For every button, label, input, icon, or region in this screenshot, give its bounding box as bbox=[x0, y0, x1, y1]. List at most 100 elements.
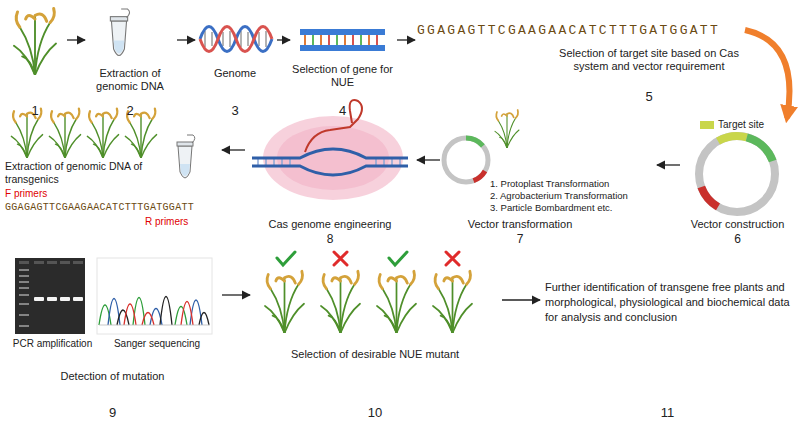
step-caption: Selection of desirable NUE mutant bbox=[250, 348, 500, 361]
rice-plant bbox=[377, 271, 416, 333]
gene-segment bbox=[368, 34, 370, 46]
cas-complex bbox=[252, 100, 408, 200]
gene-segment bbox=[376, 34, 378, 46]
rice-plant bbox=[321, 271, 360, 333]
dna-tube bbox=[110, 9, 129, 55]
gel-image bbox=[19, 270, 29, 326]
small-plasmid bbox=[444, 138, 488, 182]
step-number: 1 bbox=[5, 103, 65, 119]
dna-helix bbox=[240, 31, 242, 47]
dna-sequence: GGAGAGTTCGAAGAACATCTTTGATGGATT bbox=[417, 23, 743, 39]
dna-helix bbox=[204, 31, 206, 47]
gel-image bbox=[19, 315, 29, 316]
gene-segment bbox=[312, 34, 314, 46]
cas-complex bbox=[252, 166, 408, 175]
step-number: 3 bbox=[195, 103, 275, 119]
process-step: Extraction of genomic DNA of transgenics… bbox=[5, 108, 222, 233]
step-number: 2 bbox=[85, 103, 175, 119]
chromatogram bbox=[108, 299, 202, 326]
chromatogram bbox=[117, 297, 209, 326]
gel-image bbox=[60, 297, 70, 301]
step-caption: Detection of mutation bbox=[5, 370, 220, 383]
primer-label: F primers bbox=[5, 188, 85, 200]
process-step: Extraction of genomic DNA 2 bbox=[85, 5, 177, 121]
check-mark bbox=[389, 252, 407, 265]
rice-plant bbox=[14, 9, 56, 76]
gel-image bbox=[19, 270, 29, 271]
legend-text: Target site bbox=[718, 119, 764, 130]
primer-label: R primers bbox=[145, 216, 220, 228]
flow-arrow bbox=[222, 294, 250, 295]
gene-segment bbox=[344, 34, 346, 46]
gel-image bbox=[34, 297, 44, 301]
gel-image bbox=[19, 276, 29, 277]
gel-image bbox=[19, 326, 29, 327]
small-plasmid bbox=[444, 138, 488, 182]
gel-image bbox=[19, 261, 83, 264]
legend-swatch bbox=[700, 121, 714, 129]
dna-helix bbox=[222, 32, 224, 46]
chromatogram bbox=[99, 325, 210, 326]
gel-image bbox=[15, 258, 85, 334]
cas-complex bbox=[252, 149, 408, 158]
flow-arrow bbox=[397, 39, 415, 40]
dna-tube bbox=[177, 135, 195, 178]
chromatogram bbox=[97, 258, 212, 334]
gel-image bbox=[47, 297, 57, 301]
dna-helix bbox=[200, 27, 272, 52]
flow-arrow bbox=[417, 159, 440, 160]
dna-helix bbox=[265, 31, 267, 47]
gene-segment bbox=[300, 45, 385, 51]
dna-sequence: GGAGAGTTCGAAGAACATCTTTGATGGATT bbox=[5, 202, 220, 214]
step-caption: Sanger sequencing bbox=[97, 338, 217, 350]
process-step: Further identification of transgene free… bbox=[540, 250, 797, 425]
gel-image bbox=[19, 295, 29, 296]
rice-plant bbox=[495, 110, 519, 148]
small-plasmid bbox=[466, 138, 483, 146]
gene-segment bbox=[336, 34, 338, 46]
gel-image bbox=[60, 261, 70, 264]
step-number: 10 bbox=[250, 405, 500, 421]
rice-plant bbox=[87, 109, 118, 158]
gene-segment bbox=[300, 29, 385, 51]
rice-plant bbox=[14, 9, 56, 76]
process-step: GGAGAGTTCGAAGAACATCTTTGATGGATTSelection … bbox=[415, 5, 745, 107]
process-step: 1 bbox=[5, 5, 67, 121]
gel-image bbox=[34, 297, 83, 301]
rice-plant bbox=[433, 271, 472, 333]
dna-tube bbox=[110, 9, 129, 55]
cas-complex bbox=[305, 100, 362, 152]
rice-plant bbox=[49, 109, 80, 158]
gel-image bbox=[47, 261, 57, 264]
gel-image bbox=[19, 282, 29, 283]
gene-segment bbox=[360, 34, 362, 46]
gel-image bbox=[73, 261, 83, 264]
cross-mark bbox=[334, 252, 459, 265]
gel-image bbox=[19, 261, 29, 264]
dna-tube bbox=[177, 135, 195, 178]
dna-helix bbox=[258, 32, 260, 46]
step-caption: PCR amplification bbox=[10, 338, 95, 350]
step-caption: Selection of gene for NUE bbox=[290, 63, 395, 89]
legend-item: Target site bbox=[700, 119, 764, 131]
process-step: PCR amplificationSanger sequencingDetect… bbox=[5, 250, 222, 425]
chromatogram bbox=[124, 302, 193, 326]
dna-helix bbox=[200, 27, 272, 52]
method-item: 3. Particle Bombardment etc. bbox=[490, 202, 655, 214]
step-caption: Extraction of genomic DNA bbox=[85, 67, 175, 93]
flow-arrow bbox=[222, 149, 245, 150]
gel-image bbox=[19, 304, 29, 305]
step-number: 7 bbox=[440, 232, 600, 246]
method-item: 1. Protoplast Transformation bbox=[490, 178, 655, 190]
gel-image bbox=[34, 261, 44, 264]
process-step: Cas genome engineering8 bbox=[245, 108, 417, 249]
dna-helix bbox=[211, 32, 213, 46]
vector-plasmid bbox=[747, 137, 773, 161]
flow-arrow bbox=[177, 39, 195, 40]
gel-image bbox=[73, 297, 83, 301]
step-number: 9 bbox=[5, 405, 220, 421]
small-plasmid bbox=[474, 171, 486, 181]
step-number: 11 bbox=[540, 405, 795, 421]
vector-plasmid bbox=[699, 136, 775, 212]
gene-segment bbox=[304, 34, 306, 46]
